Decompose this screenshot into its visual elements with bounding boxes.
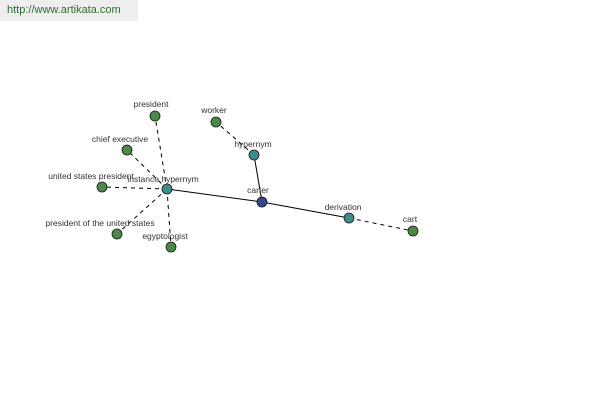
edge-instance-hypernym-president-of-the-united-states: [116, 188, 168, 235]
node-label-derivation: derivation: [325, 202, 362, 212]
node-united-states-president[interactable]: [96, 181, 108, 193]
edge-hypernym-worker: [215, 121, 255, 156]
node-president[interactable]: [149, 110, 161, 122]
node-label-instance-hypernym: instance hypernym: [127, 174, 198, 184]
node-label-chief-executive: chief executive: [92, 134, 148, 144]
node-label-president: president: [134, 99, 170, 109]
node-label-worker: worker: [200, 105, 227, 115]
edge-derivation-cart: [348, 217, 414, 232]
edge-carter-instance-hypernym: [166, 188, 263, 203]
node-label-hypernym: hypernym: [234, 139, 271, 149]
edge-instance-hypernym-united-states-president: [101, 186, 168, 190]
node-derivation[interactable]: [343, 212, 355, 224]
edge-instance-hypernym-chief-executive: [126, 149, 168, 190]
node-egyptologist[interactable]: [165, 241, 177, 253]
node-chief-executive[interactable]: [121, 144, 133, 156]
edge-instance-hypernym-egyptologist: [166, 188, 172, 248]
graph-labels: carter instance hypernym hypernym derivatio…: [45, 99, 417, 241]
node-label-cart: cart: [403, 214, 418, 224]
graph-nodes: [96, 110, 419, 253]
source-link[interactable]: http://www.artikata.com: [0, 0, 138, 21]
node-label-united-states-president: united states president: [48, 171, 134, 181]
node-president-of-the-united-states[interactable]: [111, 228, 123, 240]
node-cart[interactable]: [407, 225, 419, 237]
node-label-president-of-the-united-states: president of the united states: [45, 218, 154, 228]
node-hypernym[interactable]: [248, 149, 260, 161]
graph-edges: [101, 115, 414, 248]
node-carter[interactable]: [256, 196, 268, 208]
edge-carter-derivation: [261, 201, 350, 219]
node-label-carter: carter: [247, 185, 269, 195]
node-instance-hypernym[interactable]: [161, 183, 173, 195]
node-label-egyptologist: egyptologist: [142, 231, 188, 241]
edge-carter-hypernym: [253, 154, 263, 203]
node-worker[interactable]: [210, 116, 222, 128]
